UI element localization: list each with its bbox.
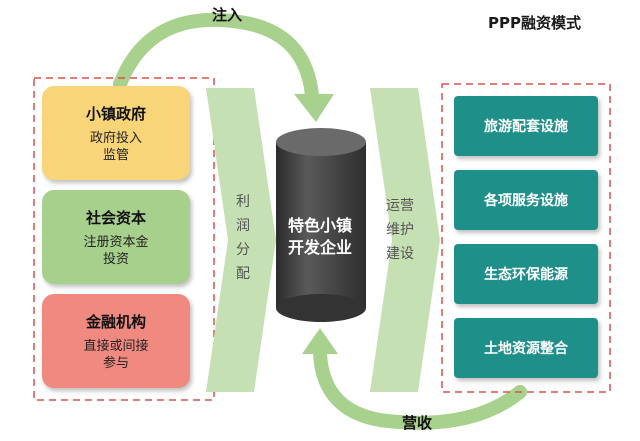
cylinder-bottom: [276, 294, 366, 322]
box-town-government: 小镇政府 政府投入 监管: [42, 86, 190, 180]
box-financial-institutions-sub-1: 直接或间接: [83, 338, 149, 354]
diagram-title: PPP融资模式: [488, 14, 581, 32]
right-chevron-arrow: [370, 88, 440, 392]
box-service-facilities: 各项服务设施: [454, 170, 598, 230]
cylinder-top: [276, 128, 366, 156]
box-social-capital-sub-1: 注册资本金: [83, 234, 149, 250]
box-tourism-facilities: 旅游配套设施: [454, 96, 598, 156]
box-financial-institutions-head: 金融机构: [85, 312, 146, 331]
left-dashed-container: [33, 77, 215, 401]
box-land-resources: 土地资源整合: [454, 318, 598, 378]
top-curved-arrow: [113, 12, 319, 103]
box-town-government-head: 小镇政府: [85, 104, 146, 123]
top-arrow-head: [294, 94, 334, 122]
profit-char-4: 配: [236, 266, 250, 282]
operation-line-2: 维护: [386, 222, 414, 238]
inject-label: 注入: [212, 6, 243, 24]
center-enterprise-label: 特色小镇 开发企业: [272, 215, 368, 259]
operation-line-1: 运营: [386, 198, 414, 214]
profit-char-2: 润: [236, 218, 250, 234]
profit-distribution-text: 利 润 分 配: [232, 190, 254, 286]
operation-text: 运营 维护 建设: [380, 194, 420, 266]
box-eco-energy: 生态环保能源: [454, 244, 598, 304]
box-town-government-sub-2: 监管: [102, 147, 129, 163]
box-town-government-sub-1: 政府投入: [89, 130, 142, 146]
left-chevron-arrow: [206, 88, 276, 392]
operation-line-3: 建设: [386, 246, 414, 262]
box-financial-institutions: 金融机构 直接或间接 参与: [42, 294, 190, 388]
cylinder-body: [276, 142, 366, 308]
box-financial-institutions-sub-2: 参与: [102, 355, 129, 371]
bottom-arrow-head: [302, 328, 338, 354]
profit-char-1: 利: [236, 194, 250, 210]
center-line-2: 开发企业: [287, 238, 352, 257]
box-social-capital: 社会资本 注册资本金 投资: [42, 190, 190, 284]
bottom-curved-arrow: [313, 345, 527, 430]
revenue-label: 营收: [402, 414, 433, 432]
profit-char-3: 分: [236, 242, 250, 258]
box-social-capital-sub-2: 投资: [102, 251, 129, 267]
box-social-capital-head: 社会资本: [85, 208, 146, 227]
right-dashed-container: [441, 83, 611, 393]
center-line-1: 特色小镇: [287, 216, 352, 235]
